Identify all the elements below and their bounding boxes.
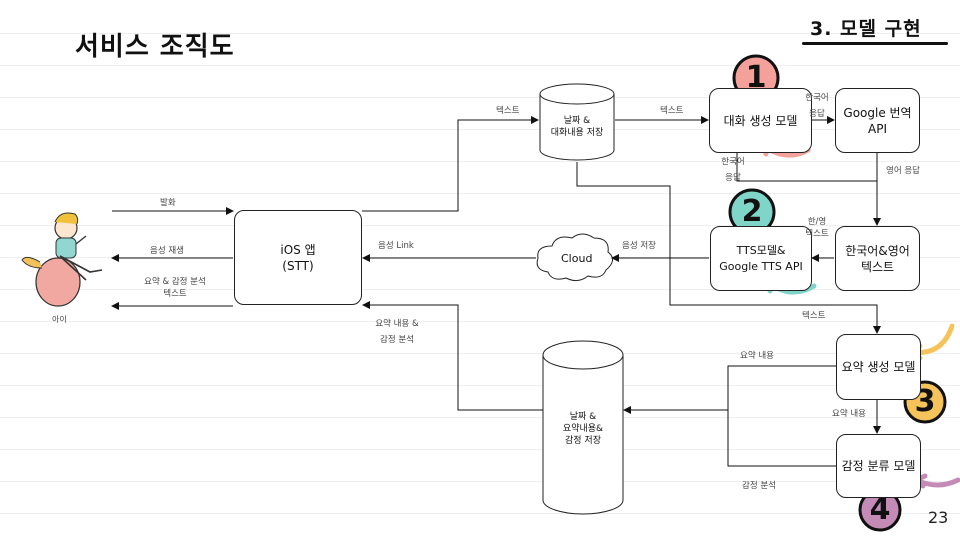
edge-label-korean-response-right-line2: 응답 — [809, 109, 825, 119]
edge-label-korean-response-down-line1: 한국어 — [721, 157, 745, 167]
edge-label-summary-emotion-line1: 요약 & 감정 분석 — [144, 277, 206, 287]
edge-label-summary-content-down: 요약 내용 — [832, 409, 866, 419]
summary-model-label: 요약 생성 모델 — [841, 360, 916, 374]
edge-label-summary-content-left: 요약 내용 — [740, 351, 774, 361]
tts-model-line2: Google TTS API — [719, 259, 803, 273]
edge-label-conversation: 발화 — [160, 198, 176, 208]
summary-store-node: 날짜 & 요약내용& 감정 저장 — [543, 411, 623, 447]
edge-label-english-response: 영어 응답 — [886, 166, 920, 176]
section-underline — [802, 42, 948, 45]
date-convo-store-shape — [539, 83, 615, 161]
child-illustration — [21, 212, 103, 307]
marker-number-4: 4 — [869, 492, 891, 527]
summary-store-shape — [542, 340, 624, 515]
kor-eng-text-line2: 텍스트 — [860, 259, 895, 274]
tts-model-node[interactable]: TTS모델&Google TTS API — [710, 226, 812, 291]
edge-label-text-to-summary: 텍스트 — [802, 311, 826, 321]
edge-label-voice-save: 음성 저장 — [622, 241, 656, 251]
kor-eng-text-line1: 한국어&영어 — [845, 243, 910, 258]
edge-label-summary-emotion-line2: 텍스트 — [163, 289, 187, 299]
edge-label-text-to-store: 텍스트 — [496, 106, 520, 116]
edge-label-korean-response-right-line1: 한국어 — [805, 93, 829, 103]
cloud-label: Cloud — [561, 252, 593, 265]
dialogue-model-label: 대화 생성 모델 — [723, 113, 798, 128]
edge-label-korean-response-down: 한국어 응답 — [716, 156, 750, 184]
edge-label-summary-content-line1: 요약 내용 & — [375, 319, 419, 329]
summary-store-line3: 감정 저장 — [565, 436, 601, 446]
edge-label-korean-response-right: 한국어 응답 — [800, 92, 834, 120]
page-title: 서비스 조직도 — [75, 32, 235, 62]
tts-model-line1: TTS모델& — [736, 243, 786, 257]
summary-model-node[interactable]: 요약 생성 모델 — [836, 334, 921, 400]
edge-label-kor-eng-line1: 한/영 — [807, 217, 827, 227]
cloud-shape — [536, 233, 613, 282]
edge-label-kor-eng-line2: 텍스트 — [805, 229, 829, 239]
edge-label-emotion-analysis: 감정 분석 — [742, 481, 776, 491]
dialogue-model-node[interactable]: 대화 생성 모델 — [709, 88, 812, 153]
summary-store-line1: 날짜 & — [569, 412, 597, 422]
ios-app-line2: (STT) — [282, 258, 314, 273]
date-convo-store-node: 날짜 & 대화내용 저장 — [540, 115, 614, 139]
date-convo-store-line2: 대화내용 저장 — [550, 128, 604, 138]
emotion-model-label: 감정 분류 모델 — [841, 459, 916, 473]
edge-label-summary-content-line2: 감정 분석 — [380, 335, 414, 345]
user-caption: 아이 — [52, 315, 67, 324]
edge-label-summary-emotion: 요약 & 감정 분석 텍스트 — [135, 276, 215, 300]
google-translate-line2: API — [868, 121, 887, 136]
marker-arrow-4 — [913, 473, 960, 489]
emotion-model-node[interactable]: 감정 분류 모델 — [836, 434, 921, 498]
marker-number-2: 2 — [741, 194, 763, 229]
edge-label-kor-eng: 한/영 텍스트 — [800, 216, 834, 240]
marker-number-1: 1 — [745, 60, 767, 95]
edge-label-voice-link: 음성 Link — [378, 241, 414, 251]
summary-store-line2: 요약내용& — [562, 424, 604, 434]
edge-label-voice-play: 음성 재생 — [150, 246, 184, 256]
edge-label-text-to-model: 텍스트 — [660, 106, 684, 116]
date-convo-store-line1: 날짜 & — [563, 116, 591, 126]
edge-label-korean-response-down-line2: 응답 — [725, 173, 741, 183]
google-translate-line1: Google 번역 — [843, 105, 912, 120]
page-number: 23 — [928, 508, 949, 527]
edge-label-summary-content: 요약 내용 & 감정 분석 — [362, 318, 432, 346]
ios-app-line1: iOS 앱 — [280, 242, 316, 257]
ios-app-node[interactable]: iOS 앱(STT) — [234, 210, 362, 305]
section-title: 3. 모델 구현 — [810, 18, 922, 40]
